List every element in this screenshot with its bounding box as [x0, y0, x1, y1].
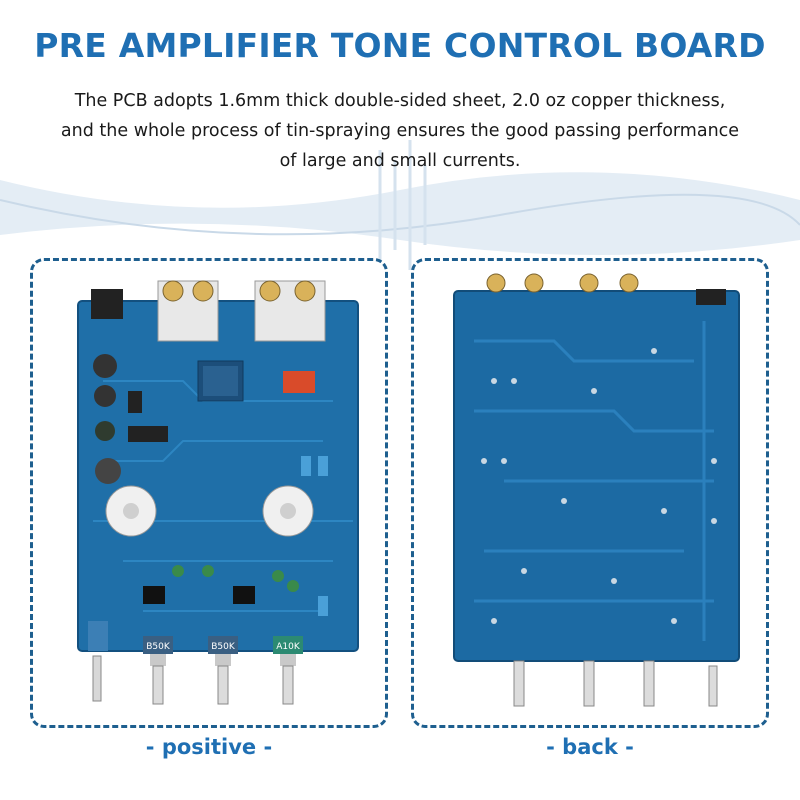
back-board-panel — [411, 258, 769, 728]
knob-shafts-back — [513, 660, 718, 707]
tube-sockets — [105, 485, 314, 537]
rca-jacks-front — [157, 280, 326, 342]
front-pcb-image: B50K B50K A10K — [77, 280, 359, 705]
back-pcb-image — [453, 273, 740, 707]
page-title: PRE AMPLIFIER TONE CONTROL BOARD — [34, 26, 766, 65]
front-board-panel: B50K B50K A10K — [30, 258, 388, 728]
pot-label-bass: B50K — [146, 642, 171, 652]
pot-label-volume: A10K — [276, 642, 301, 652]
product-description: The PCB adopts 1.6mm thick double-sided … — [60, 91, 740, 171]
back-caption: - back - — [546, 735, 634, 759]
knob-shafts-front — [150, 654, 296, 705]
front-caption: - positive - — [145, 735, 273, 759]
pot-label-treble: B50K — [211, 642, 236, 652]
rca-jacks-back — [486, 273, 639, 293]
